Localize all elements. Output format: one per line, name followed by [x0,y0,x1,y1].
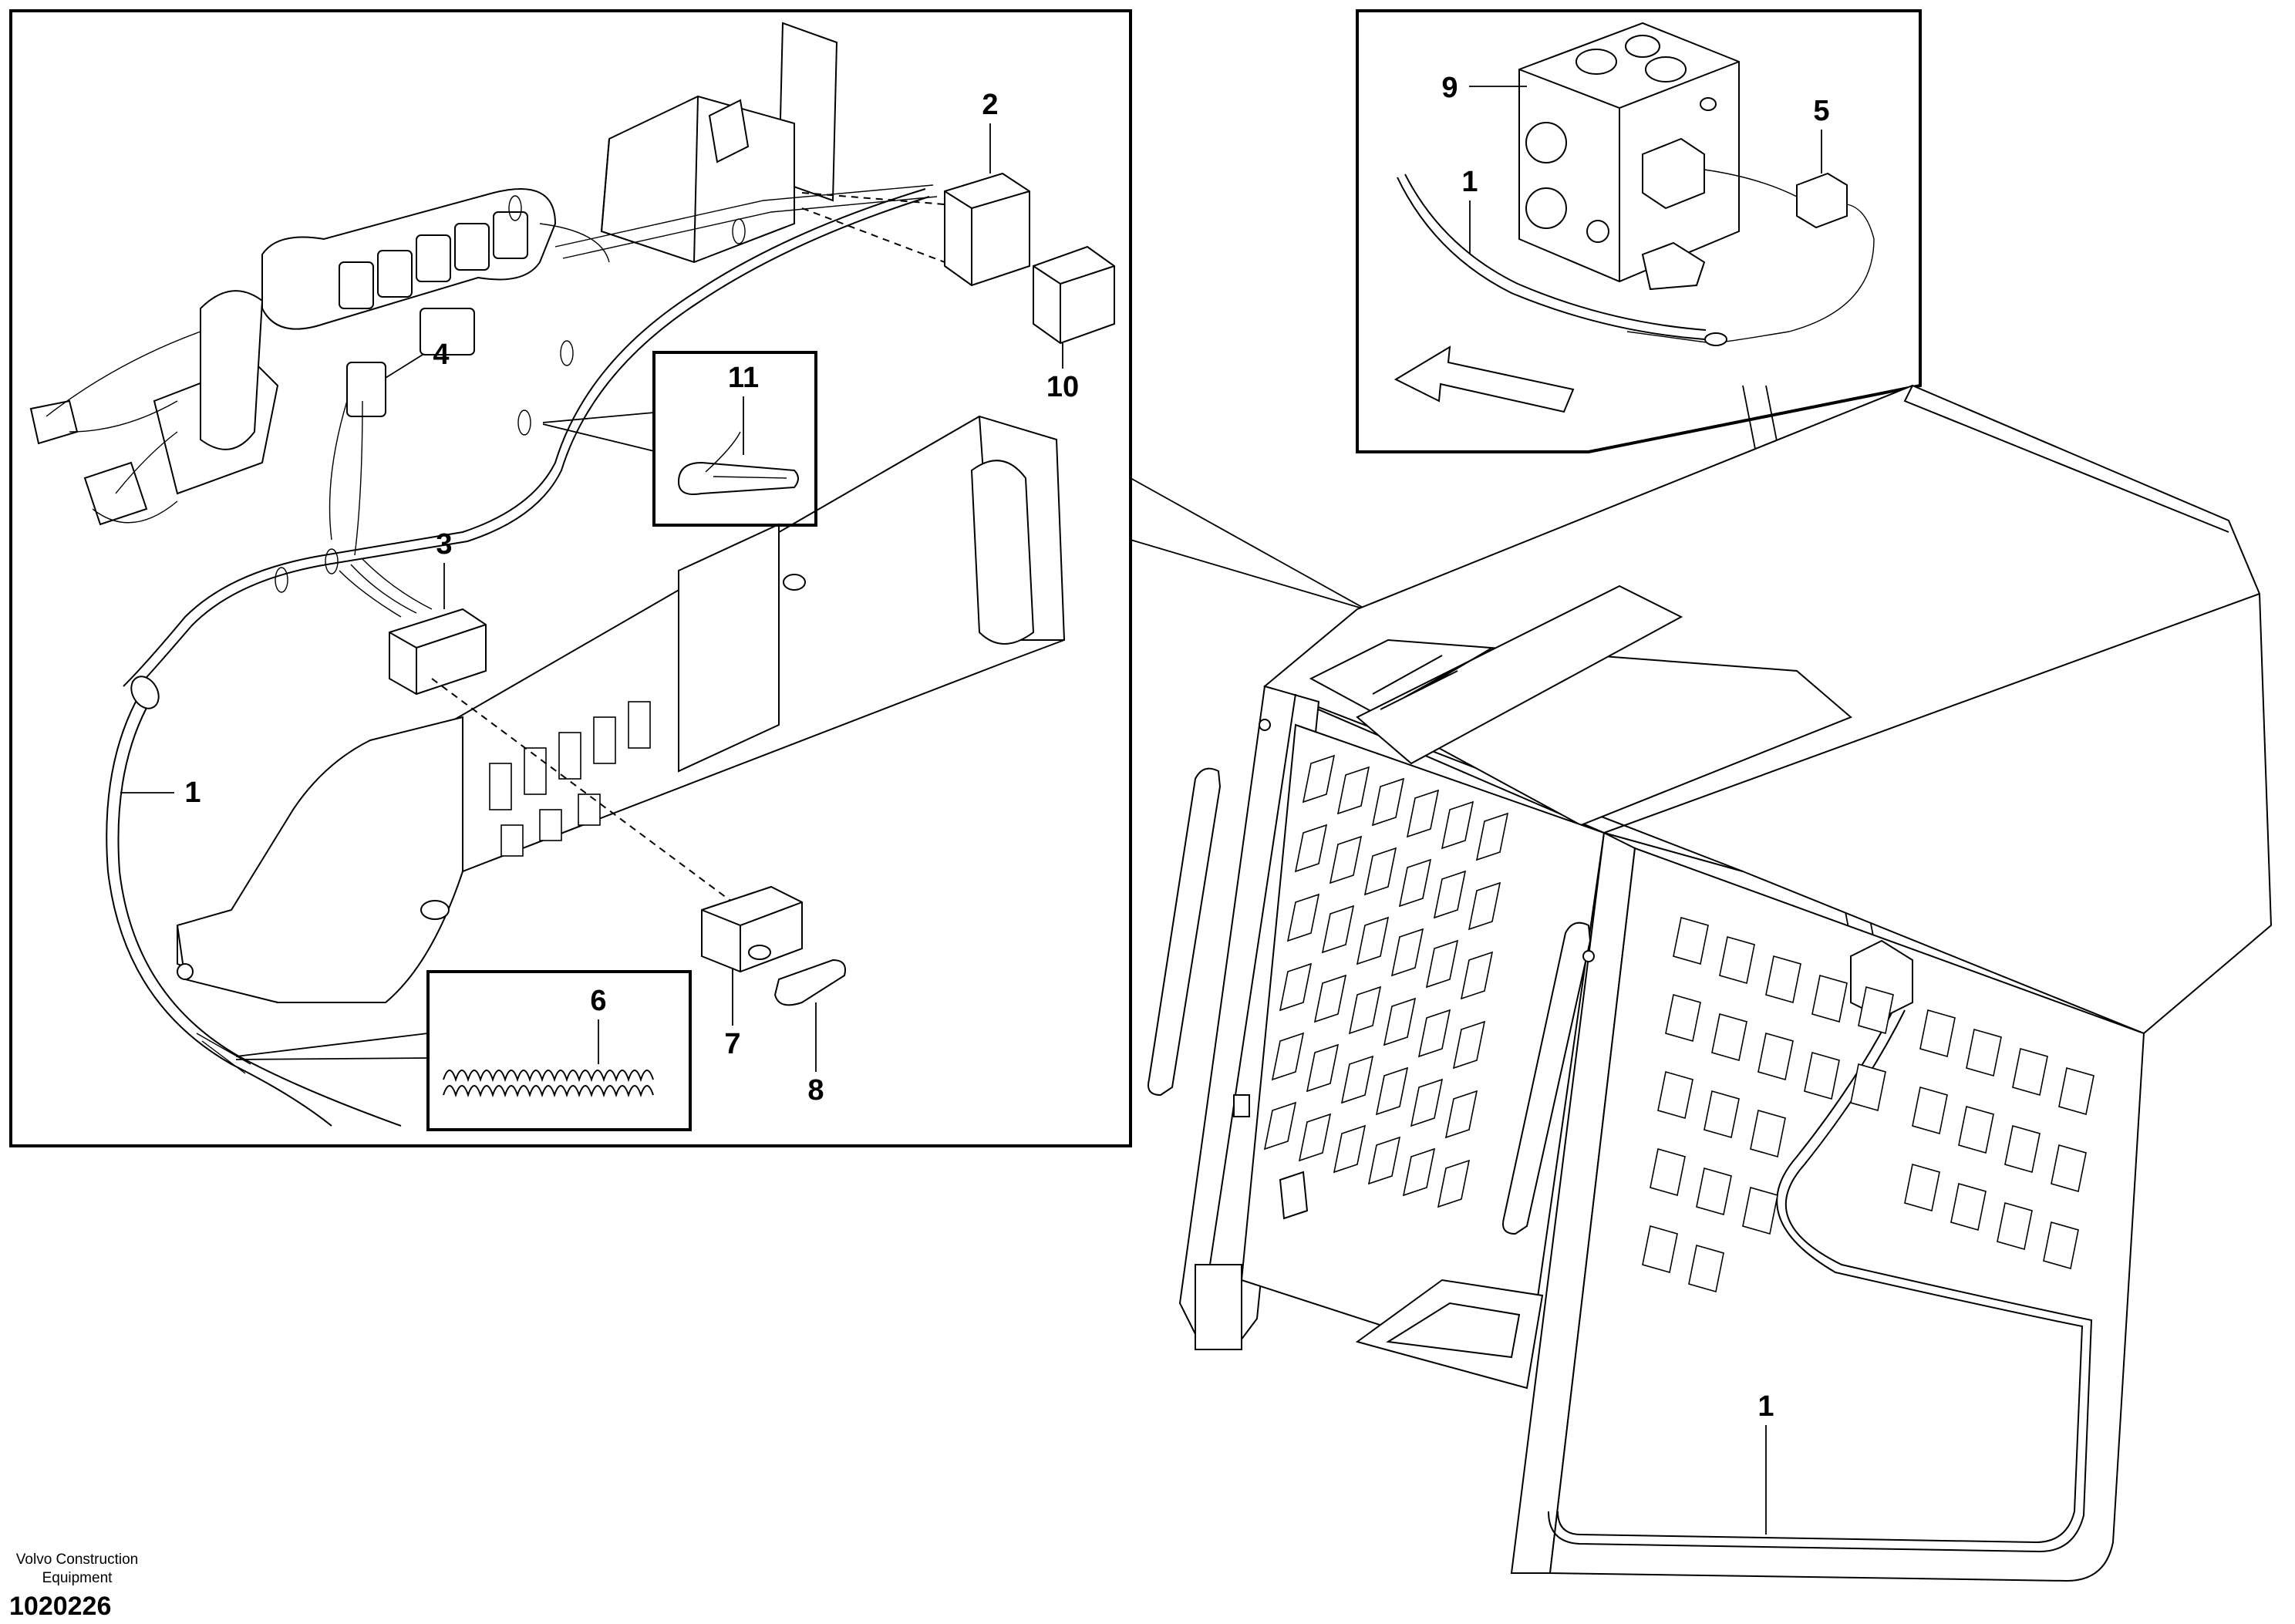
callout-8: 8 [807,1074,824,1107]
callout-1-valve: 1 [1461,166,1478,198]
direction-arrow [1394,345,1575,413]
cable-ties-on-cable [275,195,746,593]
callout-1-main: 1 [184,777,201,809]
callout-9: 9 [1441,72,1458,104]
machine-cab [1148,384,2273,1582]
brand-line-2: Equipment [42,1570,113,1586]
detail-frame-valve [1356,9,1922,453]
switch-7 [701,885,803,973]
cable-1 [106,188,930,1127]
callout-7: 7 [724,1028,740,1060]
callout-10: 10 [1046,371,1079,403]
connector-3 [339,558,733,903]
inset-11-cable-tie [542,351,817,527]
pressure-switch-5 [1626,169,1875,346]
callout-6: 6 [590,985,606,1017]
callout-2: 2 [982,89,998,121]
callout-5: 5 [1813,95,1829,127]
callout-1-cab: 1 [1757,1390,1774,1423]
button-8 [773,959,846,1006]
brand-line-1: Volvo Construction [16,1552,138,1568]
inset-6-spiral [235,970,692,1131]
drawing-number: 1020226 [9,1592,111,1621]
callout-4: 4 [433,339,449,371]
detail-frame-main [9,9,1132,1147]
callout-11: 11 [728,362,759,394]
side-grille [1263,754,1509,1208]
dashboard-panel [177,415,1066,1003]
panel-slots [489,701,651,857]
callout-labels: 2 10 4 11 3 1 6 7 8 9 1 5 1 [120,72,1830,1535]
callout-3: 3 [436,528,452,561]
hydraulic-valve-block [1518,22,1740,291]
wiring-harness [29,22,938,556]
relay-and-socket [801,172,1115,345]
front-grille [1642,916,2094,1293]
footer: Volvo Construction Equipment 1020226 [9,1552,138,1621]
cable-1-valve [1397,174,1707,340]
